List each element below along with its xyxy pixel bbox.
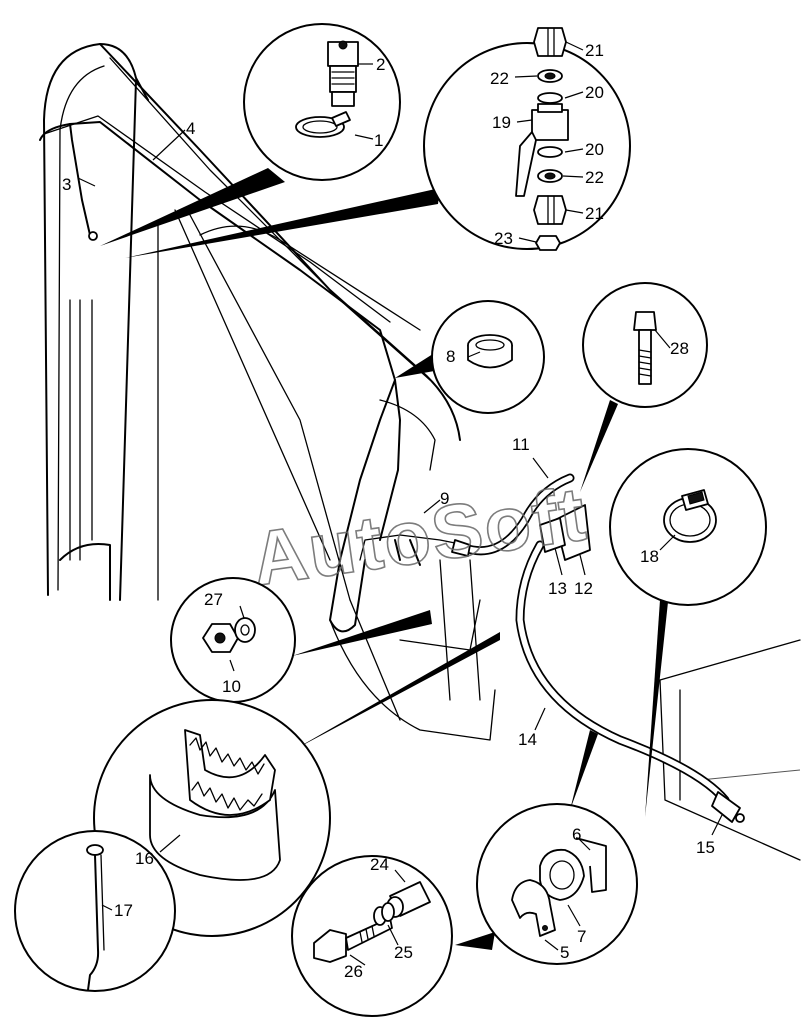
retaining-pin <box>86 844 105 991</box>
callout-1: 1 <box>374 131 383 150</box>
detail-circle-valve <box>423 27 631 251</box>
hose-clip <box>295 111 351 138</box>
pivot-bolt <box>313 917 393 963</box>
callout-21-lower: 21 <box>585 204 604 223</box>
leader-lines <box>77 41 723 966</box>
callout-27: 27 <box>204 590 223 609</box>
callout-17: 17 <box>114 901 133 920</box>
watermark-text: AutoSoft <box>247 471 592 602</box>
detail-circle-pivot-bolt <box>291 855 453 1017</box>
adapter-fitting <box>327 40 359 107</box>
nut <box>202 623 239 653</box>
callout-6: 6 <box>572 825 581 844</box>
detail-circle-pin <box>14 830 176 992</box>
callout-28: 28 <box>670 339 689 358</box>
callout-19: 19 <box>492 113 511 132</box>
detail-circle-grommet <box>431 300 545 414</box>
callout-9: 9 <box>440 489 449 508</box>
bulkhead-bracket <box>539 504 591 561</box>
callout-14: 14 <box>518 730 537 749</box>
spacer-washers <box>373 902 395 926</box>
callout-18: 18 <box>640 547 659 566</box>
pipe-end-fitting <box>88 231 98 241</box>
callout-3: 3 <box>62 175 71 194</box>
callout-22-lower: 22 <box>585 168 604 187</box>
grommet <box>467 334 513 369</box>
split-clamp <box>511 879 556 937</box>
washer <box>234 617 256 643</box>
callout-4: 4 <box>186 119 195 138</box>
callout-20-lower: 20 <box>585 140 604 159</box>
callout-5: 5 <box>560 943 569 962</box>
callout-12: 12 <box>574 579 593 598</box>
callout-13: 13 <box>548 579 567 598</box>
hydraulic-pipe-run <box>39 115 466 633</box>
callout-2: 2 <box>376 55 385 74</box>
callout-10: 10 <box>222 677 241 696</box>
detail-circle-adapter <box>243 23 401 181</box>
detail-circle-hose-clamp <box>609 448 767 606</box>
callout-16: 16 <box>135 849 154 868</box>
callout-26: 26 <box>344 962 363 981</box>
callout-20-upper: 20 <box>585 83 604 102</box>
callout-23: 23 <box>494 229 513 248</box>
detail-circle-brackets <box>476 803 638 965</box>
callout-22-upper: 22 <box>490 69 509 88</box>
bolt <box>633 311 657 385</box>
callout-15: 15 <box>696 838 715 857</box>
detail-circle-nut <box>170 577 296 703</box>
callout-7: 7 <box>577 927 586 946</box>
protective-sleeve <box>149 729 281 881</box>
loader-frame <box>43 43 801 861</box>
callout-11: 11 <box>512 435 530 454</box>
hose-assembly <box>451 473 745 823</box>
detail-circle-bolt <box>582 282 708 408</box>
callout-labels: 1 2 3 4 5 6 7 8 9 10 11 12 13 14 15 16 1… <box>62 41 715 981</box>
worm-drive-clamp <box>663 489 717 543</box>
valve-stack <box>515 27 569 251</box>
callout-8: 8 <box>446 347 455 366</box>
callout-25: 25 <box>394 943 413 962</box>
hose-end-fitting <box>711 791 745 823</box>
callout-24: 24 <box>370 855 389 874</box>
callout-21-upper: 21 <box>585 41 604 60</box>
